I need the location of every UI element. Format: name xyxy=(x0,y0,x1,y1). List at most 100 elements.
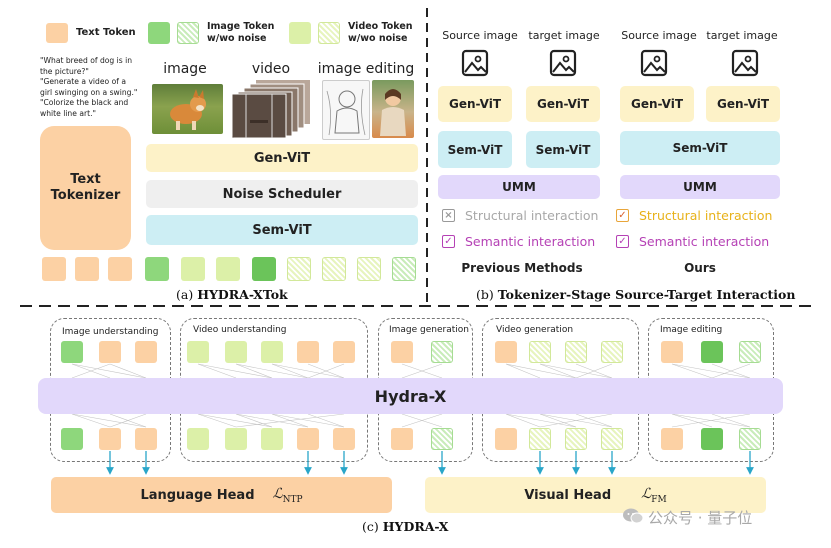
caption-a-title: HYDRA-XTok xyxy=(197,287,288,302)
legend-image-token-noise-swatch xyxy=(177,22,199,44)
prev-umm: UMM xyxy=(438,175,600,199)
group-label-video-understanding: Video understanding xyxy=(193,325,287,335)
caption-b-prefix: (b) xyxy=(476,287,494,302)
token-text xyxy=(661,341,683,363)
language-head: Language Head ℒNTP xyxy=(51,477,392,513)
token-text xyxy=(135,341,157,363)
prev-semantic-label: Semantic interaction xyxy=(465,234,596,249)
checkmark-icon: ✓ xyxy=(616,235,629,248)
image-icon xyxy=(549,49,577,77)
thumb-label-image: image xyxy=(163,61,207,77)
checkmark-icon: ✓ xyxy=(442,235,455,248)
token-image-noise xyxy=(431,428,453,450)
previous-methods-label: Previous Methods xyxy=(461,261,583,275)
dog-image-thumbnail xyxy=(152,84,223,134)
checkmark-icon: ✓ xyxy=(616,209,629,222)
caption-c: (c) HYDRA-X xyxy=(362,519,448,534)
text-tokenizer: Text Tokenizer xyxy=(40,126,131,250)
ours-gen-vit-source-label: Gen-ViT xyxy=(630,97,683,111)
visual-head-label: Visual Head xyxy=(524,487,612,503)
thumb-label-image-editing: image editing xyxy=(317,61,415,77)
token-text xyxy=(297,341,319,363)
prompt-line-2: "Generate a video of a girl swinging on … xyxy=(40,77,138,97)
ours-umm-label: UMM xyxy=(683,180,717,194)
token-video xyxy=(261,341,283,363)
token-video-noise xyxy=(322,257,346,281)
legend-video-token-label: Video Token xyxy=(348,21,413,32)
token-text xyxy=(297,428,319,450)
legend-video-token-swatch xyxy=(289,22,311,44)
caption-b: (b) Tokenizer-Stage Source-Target Intera… xyxy=(476,287,795,302)
token-video xyxy=(181,257,205,281)
token-video xyxy=(187,428,209,450)
token-image xyxy=(701,428,723,450)
hydra-x-core: Hydra-X xyxy=(38,378,783,414)
visual-loss-subscript: FM xyxy=(651,494,667,505)
watermark-text: 公众号 · 量子位 xyxy=(648,509,753,527)
ours-gen-vit-target-label: Gen-ViT xyxy=(716,97,769,111)
token-video-noise xyxy=(601,428,623,450)
image-icon xyxy=(731,49,759,77)
ours-source-image-label: Source image xyxy=(621,29,697,42)
noise-scheduler-label: Noise Scheduler xyxy=(222,186,342,202)
noise-scheduler-bar: Noise Scheduler xyxy=(146,180,418,208)
ours-label: Ours xyxy=(684,261,716,275)
visual-head-loss: ℒFM xyxy=(641,486,667,505)
token-video xyxy=(261,428,283,450)
caption-a: (a) HYDRA-XTok xyxy=(176,287,288,302)
language-head-loss: ℒNTP xyxy=(273,486,303,505)
hydra-x-core-label: Hydra-X xyxy=(374,386,447,406)
token-video xyxy=(225,428,247,450)
caption-c-prefix: (c) xyxy=(362,519,379,534)
image-icon xyxy=(640,49,668,77)
ours-umm: UMM xyxy=(620,175,780,199)
token-video xyxy=(225,341,247,363)
token-image xyxy=(252,257,276,281)
token-text xyxy=(108,257,132,281)
token-video-noise xyxy=(287,257,311,281)
group-label-image-generation: Image generation xyxy=(389,325,469,335)
token-text xyxy=(391,341,413,363)
token-text xyxy=(495,428,517,450)
token-image-noise xyxy=(739,341,761,363)
ours-gen-vit-target: Gen-ViT xyxy=(706,86,780,122)
ours-target-image-label: target image xyxy=(706,29,778,42)
token-text xyxy=(135,428,157,450)
token-text xyxy=(333,341,355,363)
legend-image-wo-noise-label: w/wo noise xyxy=(207,33,267,44)
token-text xyxy=(99,428,121,450)
token-text xyxy=(661,428,683,450)
cross-icon: × xyxy=(442,209,455,222)
token-image xyxy=(61,341,83,363)
ours-structural-label: Structural interaction xyxy=(639,208,773,223)
wechat-logo-icon xyxy=(622,506,644,526)
token-image-noise xyxy=(392,257,416,281)
token-video xyxy=(216,257,240,281)
caption-a-prefix: (a) xyxy=(176,287,194,302)
caption-b-title: Tokenizer-Stage Source-Target Interactio… xyxy=(497,287,796,302)
legend-text-token-swatch xyxy=(46,23,68,43)
vertical-divider xyxy=(426,8,428,308)
ours-sem-vit-shared: Sem-ViT xyxy=(620,131,780,165)
prev-target-image-label: target image xyxy=(528,29,600,42)
text-tokenizer-label: Text Tokenizer xyxy=(50,172,121,203)
prev-gen-vit-source: Gen-ViT xyxy=(438,86,512,122)
legend-image-token-swatch xyxy=(148,22,170,44)
token-video-noise xyxy=(357,257,381,281)
language-loss-symbol: ℒ xyxy=(272,485,283,502)
token-video-noise xyxy=(565,341,587,363)
line-art-thumbnail xyxy=(322,80,370,140)
token-text xyxy=(99,341,121,363)
token-image xyxy=(61,428,83,450)
gen-vit-bar-a: Gen-ViT xyxy=(146,144,418,172)
group-label-video-generation: Video generation xyxy=(496,325,574,335)
token-video-noise xyxy=(529,341,551,363)
gen-vit-bar-a-label: Gen-ViT xyxy=(253,150,311,166)
prev-gen-vit-target: Gen-ViT xyxy=(526,86,600,122)
group-label-image-understanding: Image understanding xyxy=(62,327,159,337)
prev-sem-vit-target: Sem-ViT xyxy=(526,131,600,168)
prev-umm-label: UMM xyxy=(502,180,536,194)
token-text xyxy=(391,428,413,450)
token-video-noise xyxy=(601,341,623,363)
